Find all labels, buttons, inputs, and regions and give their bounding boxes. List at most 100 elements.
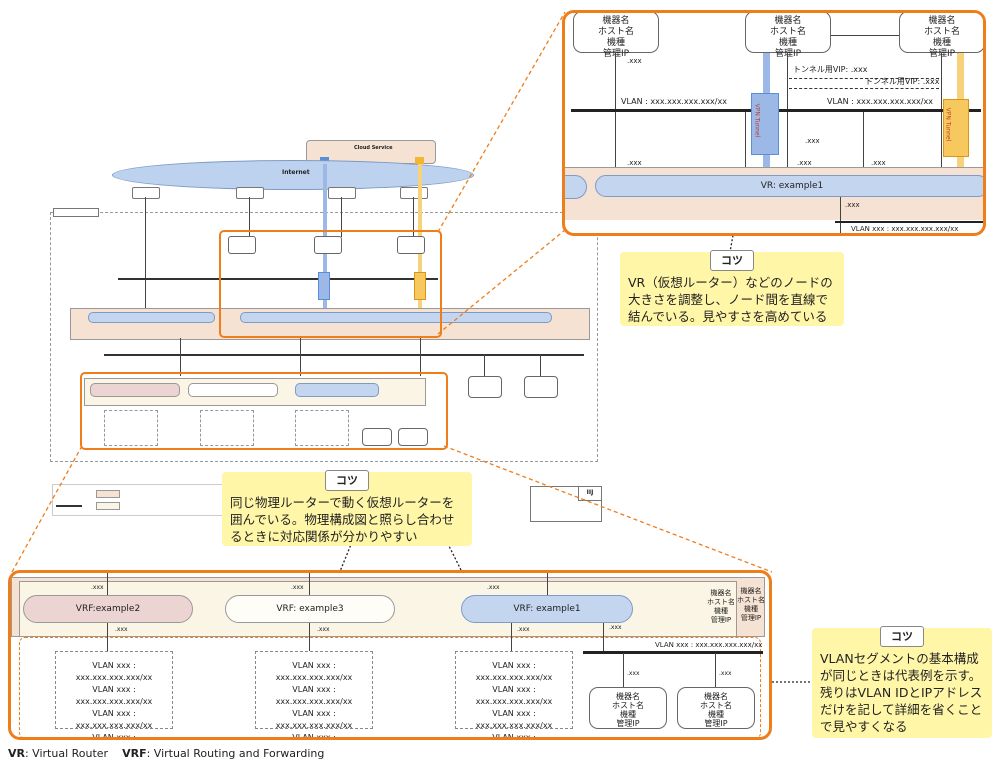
link-line <box>547 573 548 595</box>
server-node-1[interactable]: 機器名 ホスト名 機種 管理IP <box>589 687 667 729</box>
link-line <box>249 197 250 237</box>
ip-tail: .xxx <box>627 670 640 677</box>
legend-box <box>52 484 224 516</box>
link-line <box>603 623 604 651</box>
ip-tail: .xxx <box>845 201 860 209</box>
vlan-line: VLAN xxx : xxx.xxx.xxx.xxx/xx <box>475 685 553 706</box>
title-block <box>530 486 602 522</box>
vrf-example3[interactable]: VRF: example3 <box>225 595 395 623</box>
title-block-logo: IIJ <box>578 486 601 501</box>
vlan-label: VLAN xxx : xxx.xxx.xxx.xxx/xx <box>851 225 959 233</box>
ip-tail: .xxx <box>317 626 330 633</box>
footer-legend: VR: Virtual Router VRF: Virtual Routing … <box>8 747 325 761</box>
node-model: 機種 <box>744 605 758 613</box>
node-mgmt-ip: 管理IP <box>740 614 762 622</box>
node-name: 機器名 <box>616 692 640 701</box>
vlan-area <box>19 637 761 737</box>
mini-node <box>362 428 392 446</box>
tip-box-1: コツ VR（仮想ルーター）などのノードの大きさを調整し、ノード間を直線で結んでい… <box>620 250 844 326</box>
node-name: 機器名 <box>602 16 630 26</box>
ip-tail: .xxx <box>627 57 642 65</box>
location-tag <box>53 208 99 217</box>
node-name: 機器名 <box>740 587 762 595</box>
router-label-right: 機器名 ホスト名 機種 管理IP <box>701 589 741 625</box>
vlan-line: VLAN xxx : xxx.xxx.xxx.xxx/xx <box>92 733 136 740</box>
vlan-line: VLAN xxx : xxx.xxx.xxx.xxx/xx <box>275 709 353 730</box>
footer-vr-full: : Virtual Router <box>24 747 109 760</box>
mini-vlan-list <box>104 410 158 446</box>
footer-vrf-full: : Virtual Routing and Forwarding <box>146 747 325 760</box>
link-line <box>145 197 146 313</box>
mini-vpn-yellow <box>414 272 426 300</box>
ip-tail: .xxx <box>487 584 500 591</box>
node-model: 機種 <box>778 38 797 48</box>
mini-node <box>228 236 256 254</box>
tip-text: 同じ物理ルーターで動く仮想ルーターを囲んでいる。物理構成図と照らし合わせるときに… <box>230 495 455 544</box>
vr-example1[interactable]: VR: example1 <box>595 175 983 197</box>
vpn-tunnel-yellow[interactable] <box>943 99 969 157</box>
tip-title: コツ <box>710 250 754 271</box>
footer-vrf-abbr: VRF <box>122 747 147 760</box>
vlan-bar <box>104 354 584 356</box>
link-line <box>540 354 541 376</box>
node-mgmt-ip: 管理IP <box>928 49 956 59</box>
node-name: 機器名 <box>928 16 956 26</box>
ip-tail: .xxx <box>517 626 530 633</box>
vlan-label: VLAN xxx : xxx.xxx.xxx.xxx/xx <box>655 641 763 649</box>
tunnel-marker-yellow <box>415 157 424 164</box>
line-tag <box>328 187 356 199</box>
highlight-frame-vrf <box>80 372 448 450</box>
vrf-example1-label: VRF: example1 <box>513 604 581 614</box>
node-model: 機種 <box>620 710 636 719</box>
node-mgmt-ip: 管理IP <box>616 719 640 728</box>
link-line <box>107 573 108 595</box>
node-host: ホスト名 <box>769 27 806 37</box>
internet-label: Internet <box>282 169 310 176</box>
vrf-small-pink <box>90 383 180 397</box>
link-line <box>745 111 746 183</box>
vlan-line: VLAN xxx : xxx.xxx.xxx.xxx/xx <box>75 685 153 706</box>
cloud-service-label: Cloud Service <box>354 145 393 151</box>
node-model: 機種 <box>932 38 951 48</box>
node-host: ホスト名 <box>737 596 765 604</box>
tunnel-vip-arrow <box>789 78 939 79</box>
mini-vlan-list <box>200 410 254 446</box>
mini-vlan-list <box>295 410 349 446</box>
vlan-line: VLAN xxx : xxx.xxx.xxx.xxx/xx <box>75 709 153 730</box>
link-line <box>787 53 788 183</box>
node-name: 機器名 <box>774 16 802 26</box>
ip-tail: .xxx <box>91 584 104 591</box>
node-model: 機種 <box>606 38 625 48</box>
vlan-label: VLAN : xxx.xxx.xxx.xxx/xx <box>827 97 933 106</box>
node-host: ホスト名 <box>597 27 634 37</box>
node-host: ホスト名 <box>700 701 732 710</box>
ip-tail: .xxx <box>291 584 304 591</box>
vlan-line: VLAN xxx : xxx.xxx.xxx.xxx/xx <box>275 661 353 682</box>
link-line <box>840 197 841 233</box>
tunnel-vip-label-1: トンネル用VIP: .xxx <box>793 65 868 74</box>
router-node-1[interactable]: 機器名 ホスト名 機種 管理IP <box>573 13 659 59</box>
zoom-panel-vr: 機器名 ホスト名 機種 管理IP 機器名 ホスト名 機種 管理IP 機器名 ホス… <box>562 10 986 236</box>
link-line <box>511 623 512 653</box>
node-name: 機器名 <box>704 692 728 701</box>
vpn-tunnel-blue[interactable] <box>751 93 779 155</box>
node-host: ホスト名 <box>612 701 644 710</box>
server-node-2[interactable]: 機器名 ホスト名 機種 管理IP <box>677 687 755 729</box>
vlan-line: VLAN xxx : xxx.xxx.xxx.xxx/xx <box>475 709 553 730</box>
node-mgmt-ip: 管理IP <box>710 616 732 624</box>
vrf-example2[interactable]: VRF:example2 <box>23 595 193 623</box>
router-node-3[interactable]: 機器名 ホスト名 機種 管理IP <box>899 13 983 59</box>
router-node-2[interactable]: 機器名 ホスト名 機種 管理IP <box>745 13 831 59</box>
node-mgmt-ip: 管理IP <box>602 49 630 59</box>
overview-diagram: Cloud Service Internet <box>0 0 812 683</box>
ip-tail: .xxx <box>115 626 128 633</box>
vrf-example1[interactable]: VRF: example1 <box>461 595 633 623</box>
link-line <box>941 53 942 183</box>
node-host: ホスト名 <box>707 598 735 606</box>
ip-tail: .xxx <box>797 159 812 167</box>
link-line <box>715 653 716 687</box>
link-line <box>863 111 864 183</box>
